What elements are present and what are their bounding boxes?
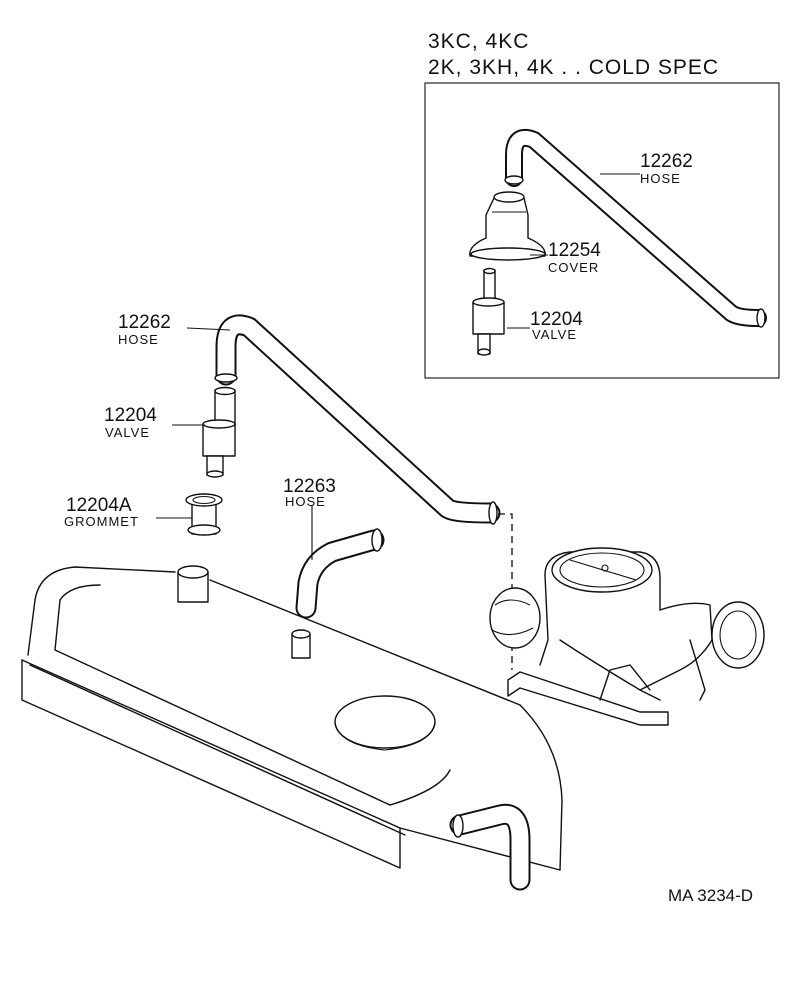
inset-valve-12204 <box>472 267 505 356</box>
figure-code: MA 3234-D <box>668 886 753 905</box>
main-leader-hose-12262 <box>186 327 231 331</box>
carburetor <box>489 547 765 726</box>
hose-12263 <box>295 528 385 619</box>
connection-dashed-line <box>498 513 513 670</box>
inset-part-name-cover: COVER <box>548 260 599 275</box>
inset-part-number-hose: 12262 <box>640 151 693 172</box>
inset-part-number-valve: 12204 <box>530 309 583 330</box>
rocker-cover <box>21 565 563 891</box>
inset-part-name-hose: HOSE <box>640 171 681 186</box>
main-part-number-valve: 12204 <box>104 405 157 426</box>
inset-part-number-cover: 12254 <box>548 240 601 261</box>
grommet-12204a <box>185 493 223 536</box>
inset-heading-line1: 3KC, 4KC <box>428 30 529 53</box>
main-hose-12262 <box>214 314 501 525</box>
inset-heading-line2: 2K, 3KH, 4K . . COLD SPEC <box>428 56 719 79</box>
main-part-name-grommet: GROMMET <box>64 514 139 529</box>
main-valve-12204 <box>202 386 236 478</box>
inset-hose-12262 <box>504 129 767 328</box>
main-part-number-grommet: 12204A <box>66 495 132 516</box>
main-part-number-hose: 12262 <box>118 312 171 333</box>
main-part-name-hose: HOSE <box>118 332 159 347</box>
main-part-name-hose-12263: HOSE <box>285 494 326 509</box>
oil-filler-cap <box>334 695 436 749</box>
main-part-name-valve: VALVE <box>105 425 150 440</box>
inset-part-name-valve: VALVE <box>532 327 577 342</box>
inset-cover-12254 <box>469 191 546 261</box>
inset-frame <box>424 82 780 379</box>
main-part-number-hose-12263: 12263 <box>283 476 336 497</box>
